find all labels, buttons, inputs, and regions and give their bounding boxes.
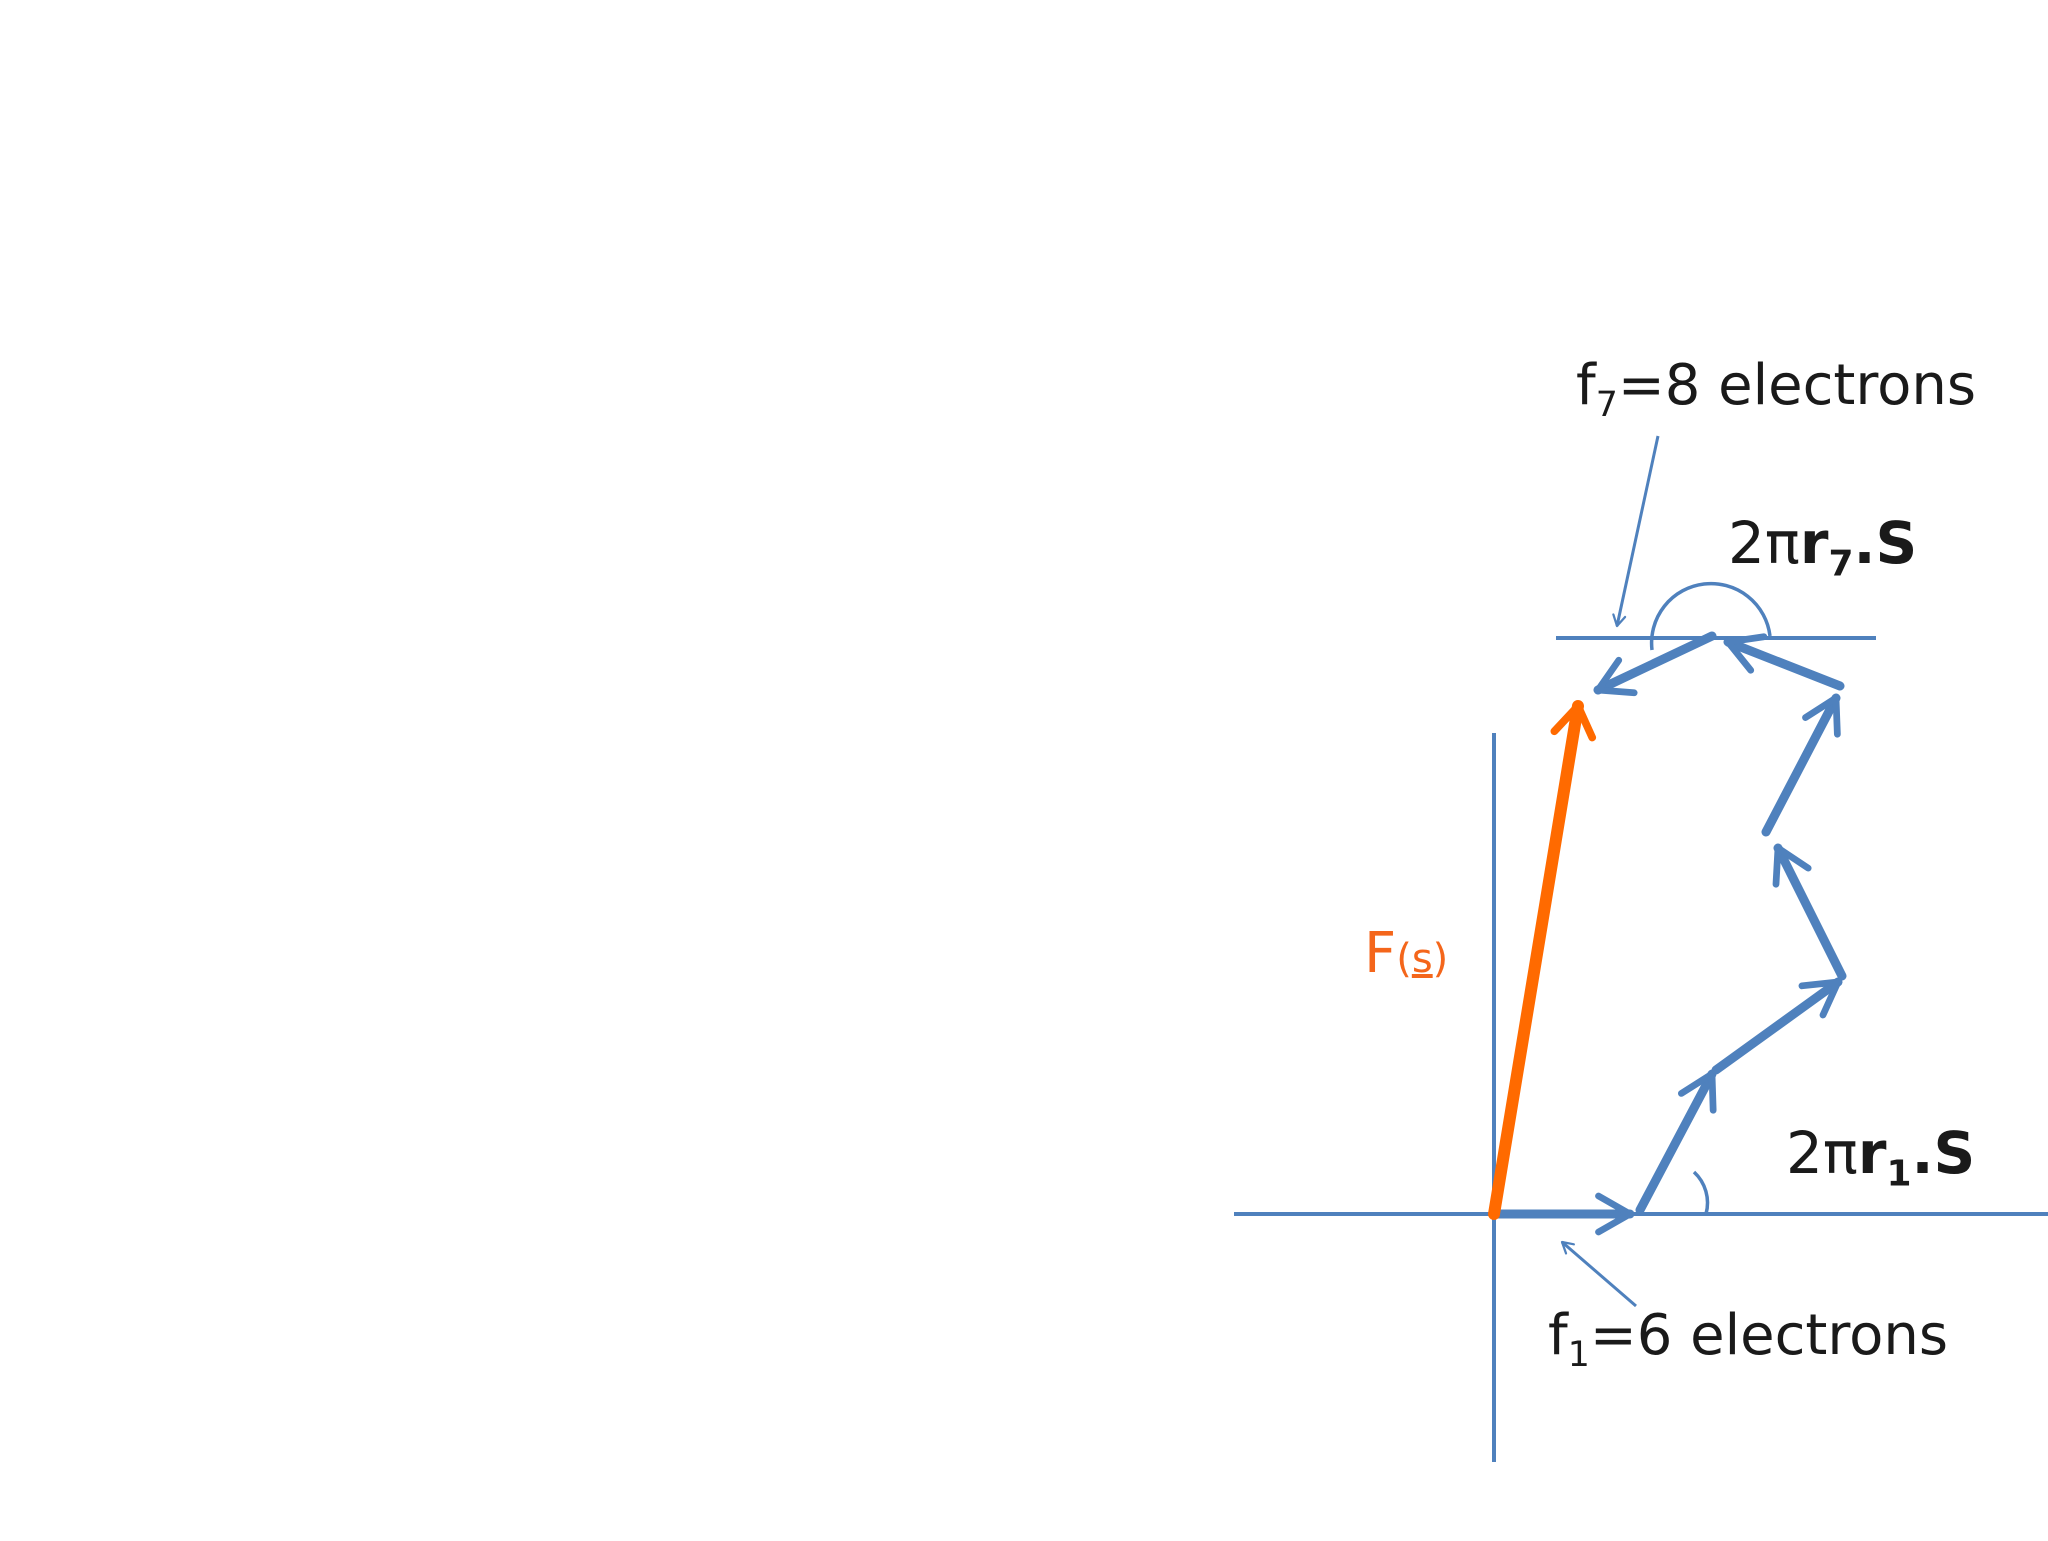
label-f7: f7=8 electrons	[1576, 353, 1977, 426]
angle-arc-r1	[1692, 1170, 1710, 1215]
label-r1-phase: 2πr1.S	[1786, 1119, 1976, 1195]
vector-5	[1761, 693, 1841, 837]
vector-2	[1635, 1069, 1717, 1215]
label-structure-factor: F(s)	[1364, 921, 1449, 986]
label-f1: f1=6 electrons	[1548, 1303, 1949, 1376]
vector-7	[1593, 631, 1717, 697]
vector-3	[1711, 977, 1843, 1075]
f7-pointer-arrow	[1612, 435, 1660, 628]
label-r7-phase: 2πr7.S	[1728, 509, 1918, 585]
angle-arc-r7	[1649, 581, 1772, 651]
resultant-vector-F	[1488, 700, 1597, 1220]
f1-pointer-arrow	[1560, 1240, 1637, 1308]
vector-6	[1723, 633, 1845, 691]
vector-4	[1772, 843, 1847, 981]
